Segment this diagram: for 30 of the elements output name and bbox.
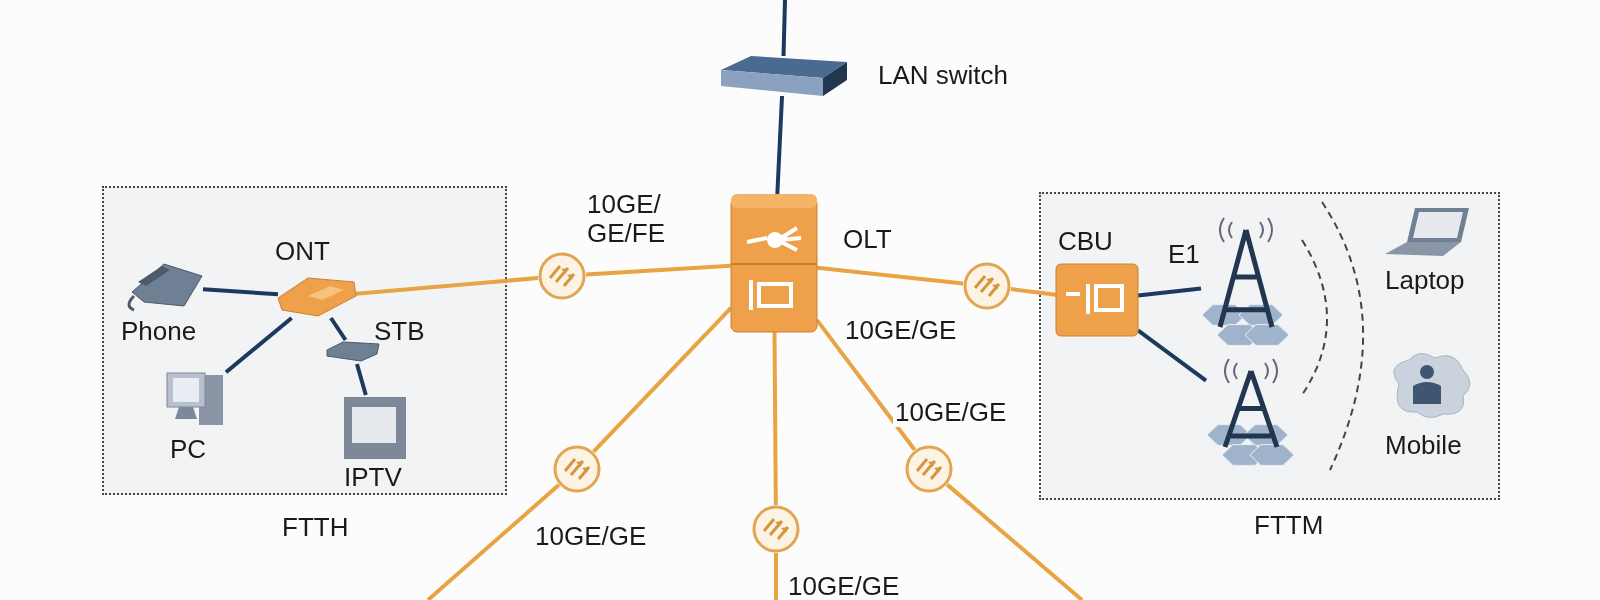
connection-line [945,483,1084,600]
device-label: STB [374,318,425,344]
device-label: Phone [121,318,197,344]
group-label: FTTH [282,514,349,540]
connection-line [1136,328,1208,383]
connection-line [775,95,785,195]
connection-line [815,318,917,452]
connection-line [329,316,348,342]
device-label: Mobile [1385,432,1462,458]
device-label: ONT [275,238,330,264]
device-label: CBU [1058,228,1113,254]
connection-line [355,363,368,396]
connection-line [224,316,293,374]
connection-line [1137,286,1202,298]
connection-line [781,0,787,57]
connection-line [816,265,964,286]
connection-line [426,483,561,600]
connection-line [772,332,778,505]
connection-line [202,287,279,297]
device-label: IPTV [344,464,402,490]
device-label: Laptop [1385,267,1465,293]
connection-line [774,553,778,600]
group-label: FTTM [1254,512,1324,538]
connection-line [585,263,732,277]
device-label: LAN switch [878,62,1009,88]
device-label: OLT [843,226,892,252]
connection-line [1010,287,1057,297]
connection-line [355,276,539,296]
device-label: PC [170,436,207,462]
connection-line [592,306,733,454]
